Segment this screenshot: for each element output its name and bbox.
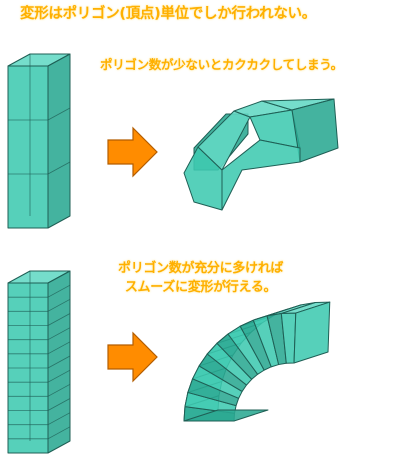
caption-high-poly-line1: ポリゴン数が充分に多ければ	[118, 261, 284, 276]
high-column-segment-edge	[47, 284, 71, 298]
high-column-segment-edge	[47, 412, 71, 426]
arrow-right-icon-high	[107, 331, 158, 383]
arrow-right-icon-low	[107, 126, 158, 178]
page-title: 変形はポリゴン(頂点)単位でしか行われない。	[20, 6, 316, 22]
high-column-segment-edge	[47, 313, 71, 326]
high-column-segment-edge	[47, 327, 71, 341]
high-column-segment-edge	[47, 398, 71, 411]
caption-high-poly: ポリゴン数が充分に多ければ スムーズに変形が行える。	[118, 259, 283, 297]
caption-high-poly-line2: スムーズに変形が行える。	[124, 280, 277, 295]
high-column-segment-edge	[47, 426, 71, 440]
high-bend-start-cap	[183, 409, 269, 422]
high-bend-end-cap	[293, 301, 331, 364]
low-column-side-face	[47, 53, 71, 229]
high-column-segment-edge	[47, 383, 71, 397]
high-poly-column	[7, 270, 71, 454]
caption-low-poly: ポリゴン数が少ないとカクカクしてしまう。	[100, 57, 343, 72]
low-poly-bent-shape	[183, 98, 339, 211]
low-column-segment-edge	[47, 107, 71, 121]
high-column-segment-edge	[47, 298, 71, 312]
high-column-segment-edge	[47, 341, 71, 355]
high-column-segment-edge	[47, 355, 71, 369]
low-column-segment-edge	[47, 161, 71, 175]
high-poly-bent-shape	[183, 301, 331, 422]
low-poly-column	[7, 53, 71, 229]
high-column-segment-edge	[47, 369, 71, 383]
low-column-front-face	[7, 65, 49, 229]
low-bend-end-face	[291, 98, 339, 163]
low-bend-lower-face	[221, 139, 301, 211]
